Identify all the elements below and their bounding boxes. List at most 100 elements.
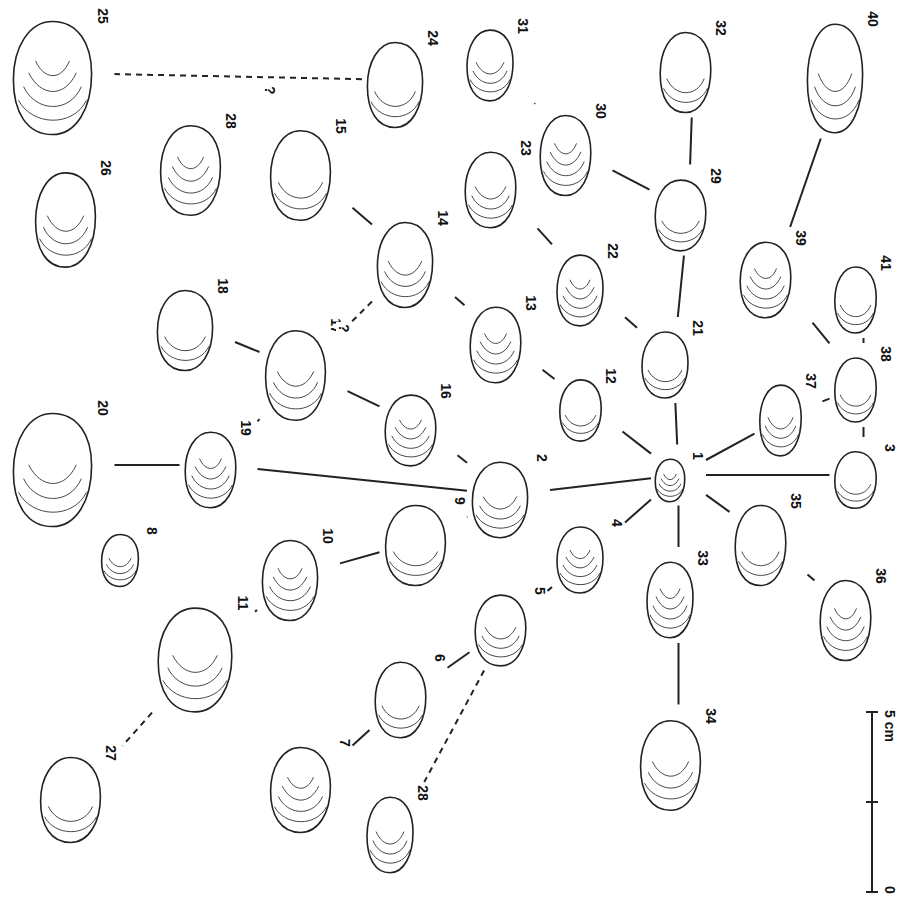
callout-number: 13 bbox=[524, 295, 538, 311]
callout-number: 8 bbox=[145, 527, 159, 535]
growth-line bbox=[476, 515, 524, 528]
connector-line bbox=[448, 652, 470, 667]
shell-drawing bbox=[268, 745, 333, 835]
growth-line bbox=[274, 807, 326, 822]
callout-number: 28 bbox=[416, 785, 430, 801]
growth-line bbox=[388, 261, 422, 275]
growth-line bbox=[546, 161, 583, 175]
growth-line bbox=[648, 772, 692, 788]
callout-number: 18 bbox=[216, 278, 230, 294]
shell-drawing bbox=[805, 21, 865, 136]
shell-outline bbox=[13, 413, 91, 526]
shell-drawing bbox=[463, 150, 518, 230]
growth-line bbox=[823, 636, 867, 650]
shell-outline bbox=[158, 608, 232, 712]
growth-line bbox=[471, 196, 508, 209]
connector-line bbox=[625, 317, 637, 328]
shell-node: 27 bbox=[38, 745, 120, 845]
shell-drawing bbox=[818, 578, 873, 663]
growth-line bbox=[376, 832, 404, 844]
shell-drawing bbox=[538, 113, 593, 198]
shell-drawing bbox=[365, 40, 425, 130]
shell-outline bbox=[834, 358, 875, 422]
callout-number: 33 bbox=[696, 550, 710, 566]
shell-drawing bbox=[383, 393, 438, 468]
growth-line bbox=[570, 279, 590, 288]
shell-outline bbox=[834, 452, 875, 509]
shell-drawing bbox=[260, 538, 320, 623]
shell-drawing bbox=[465, 28, 515, 103]
connector-line bbox=[258, 469, 468, 491]
shell-outline bbox=[540, 115, 591, 195]
growth-line bbox=[483, 497, 517, 509]
growth-line bbox=[653, 606, 687, 619]
growth-line bbox=[563, 565, 597, 577]
shell-drawing bbox=[468, 305, 523, 385]
callout-number: 14 bbox=[436, 210, 450, 226]
growth-line bbox=[476, 62, 504, 74]
growth-line bbox=[484, 334, 506, 344]
growth-line bbox=[473, 70, 507, 82]
callout-number: 9 bbox=[453, 497, 467, 505]
shell-drawing bbox=[555, 253, 605, 328]
callout-number: 26 bbox=[99, 160, 113, 176]
shell-node: 41 bbox=[833, 255, 895, 335]
shell-drawing bbox=[653, 178, 708, 253]
shell-outline bbox=[157, 290, 212, 370]
callout-number: 2 bbox=[535, 454, 549, 462]
growth-line bbox=[840, 395, 871, 406]
shell-outline bbox=[35, 173, 95, 267]
shell-drawing bbox=[833, 265, 878, 335]
connector-line bbox=[548, 587, 553, 591]
callout-number: 6 bbox=[433, 654, 447, 662]
shell-node: 1 bbox=[654, 448, 703, 503]
scale-tick bbox=[866, 801, 878, 803]
connector-line bbox=[258, 419, 260, 421]
growth-line bbox=[765, 425, 796, 437]
growth-line bbox=[661, 220, 698, 232]
growth-line bbox=[818, 73, 852, 91]
growth-line bbox=[177, 156, 203, 168]
shell-drawing bbox=[558, 378, 603, 443]
growth-line bbox=[660, 589, 680, 599]
shell-node: 30 bbox=[538, 103, 610, 198]
growth-line bbox=[106, 564, 133, 573]
shell-outline bbox=[640, 720, 700, 810]
callout-number: 37 bbox=[804, 373, 818, 389]
growth-line bbox=[840, 305, 871, 317]
shell-drawing bbox=[833, 450, 878, 510]
shell-outline bbox=[655, 459, 684, 501]
connector-line bbox=[538, 228, 553, 244]
growth-line bbox=[18, 100, 86, 120]
growth-line bbox=[18, 492, 86, 512]
callout-number: 34 bbox=[704, 708, 718, 724]
shell-drawing bbox=[158, 123, 223, 218]
callout-number: 16 bbox=[439, 383, 453, 399]
callout-number: 5 bbox=[533, 587, 547, 595]
growth-line bbox=[373, 841, 407, 854]
shell-drawing bbox=[375, 220, 435, 310]
shell-node: 11 bbox=[155, 595, 252, 715]
connector-line bbox=[235, 342, 260, 352]
growth-line bbox=[554, 143, 576, 153]
shell-drawing bbox=[638, 718, 703, 813]
connector-line bbox=[678, 506, 680, 548]
growth-line bbox=[23, 479, 81, 499]
growth-line bbox=[39, 239, 91, 256]
shell-node: 24 bbox=[365, 30, 442, 130]
connector-line bbox=[613, 170, 650, 189]
shell-outline bbox=[385, 505, 445, 585]
growth-line bbox=[754, 269, 776, 279]
callout-number: 1 bbox=[691, 452, 705, 460]
callout-number: 12 bbox=[604, 368, 618, 384]
shell-node: 26 bbox=[33, 160, 115, 270]
growth-line bbox=[563, 295, 597, 307]
callout-number: 3 bbox=[883, 444, 897, 452]
shell-outline bbox=[185, 432, 236, 507]
connector-line bbox=[115, 464, 180, 466]
shell-node: 29 bbox=[653, 168, 725, 253]
growth-line bbox=[664, 474, 677, 480]
growth-line bbox=[278, 796, 322, 811]
connector-line bbox=[625, 499, 651, 522]
